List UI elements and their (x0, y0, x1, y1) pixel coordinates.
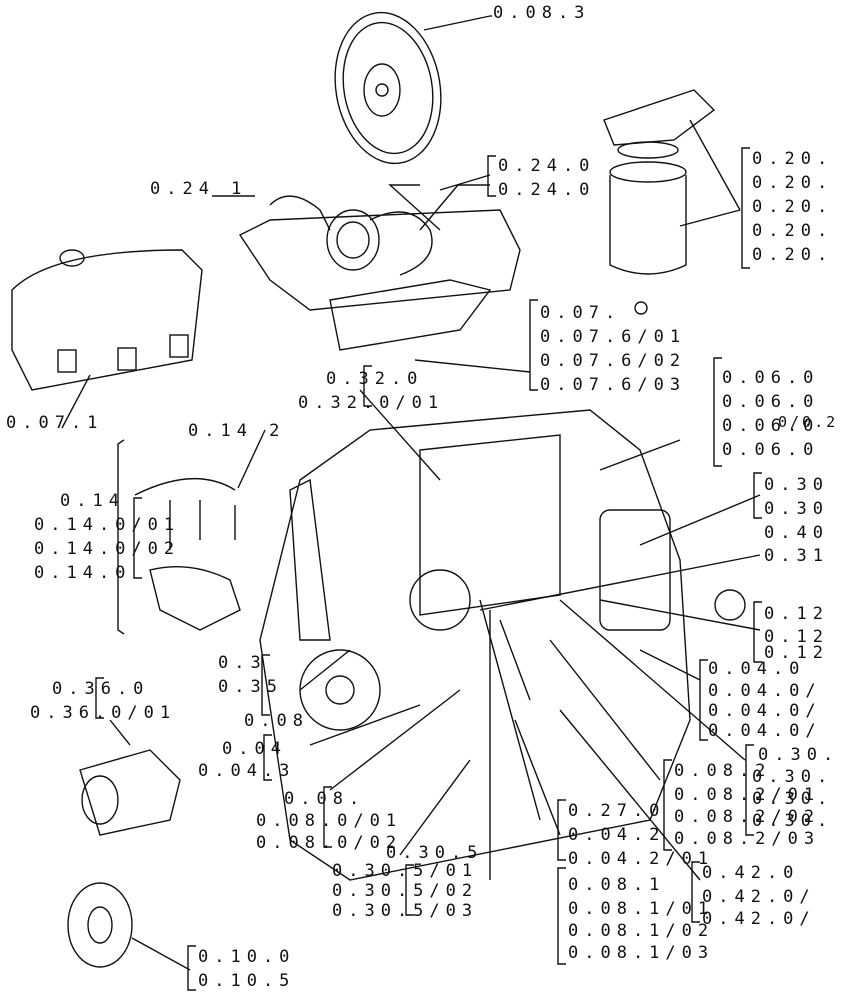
label-block-1: 0.30.5 (386, 843, 484, 863)
label-block-3: 0.30.5/02 (332, 881, 479, 901)
label-injector-a: 0.14 (60, 491, 125, 511)
label-gear-a: 0.10.0 (198, 947, 296, 967)
label-turbo-a: 0.24.0 (498, 156, 596, 176)
label-piston-4: 0.08.1/03 (568, 943, 715, 963)
label-sump-1: 0.12 (764, 604, 829, 624)
label-sump-2: 0.12 (764, 627, 829, 647)
label-intake: 0.07.1 (6, 413, 104, 433)
label-valves-3b: 0/0.2 (778, 413, 839, 431)
label-sump-3: 0.12 (764, 643, 829, 663)
label-oilpump-2: 0.42.0/ (702, 887, 816, 907)
label-filter-4: 0.20. (752, 221, 834, 241)
label-turbo-b: 0.24.0 (498, 180, 596, 200)
label-injector-c: 0.14.0/02 (34, 539, 181, 559)
label-pump-2: 0.04.0/ (708, 681, 822, 701)
label-filter-1: 0.20. (752, 149, 834, 169)
label-cam-1: 0.08.2 (674, 761, 772, 781)
label-turbo-pipe: 0.24 1 (150, 179, 248, 199)
label-starter-a: 0.36.0 (52, 679, 150, 699)
leader-lines (299, 359, 761, 881)
gear-drawing (67, 882, 191, 971)
label-pulley-b: 0.04 (222, 739, 287, 759)
label-piston-2: 0.08.1/01 (568, 899, 715, 919)
label-valves-1: 0.06.0 (722, 368, 820, 388)
label-manifold-2: 0.07.6/02 (540, 351, 687, 371)
label-crank-1: 0.08. (284, 789, 366, 809)
label-valves-2: 0.06.0 (722, 392, 820, 412)
flywheel-drawing (334, 11, 492, 165)
label-injector-b: 0.14.0/01 (34, 515, 181, 535)
label-fan-b: 0.35 (218, 677, 283, 697)
label-lube-3: 0.30. (752, 789, 834, 809)
label-oil-filter-b: 0.30 (764, 499, 829, 519)
label-block-2: 0.30.5/01 (332, 861, 479, 881)
label-cam-3: 0.08.2/02 (674, 807, 821, 827)
fuel-filter-drawing (603, 89, 741, 315)
label-filter-3: 0.20. (752, 197, 834, 217)
label-pulley-a: 0.08 (244, 711, 309, 731)
label-fan-a: 0.3 (218, 653, 267, 673)
label-flywheel: 0.08.3 (493, 3, 591, 23)
turbo-drawing (212, 174, 521, 351)
injector-bracket-drawing (117, 429, 266, 635)
label-crank-2: 0.08.0/01 (256, 811, 403, 831)
label-lube-2: 0.30. (752, 767, 834, 787)
label-manifold-0: 0.07. (540, 303, 622, 323)
label-injector-d: 0.14.0 (34, 563, 132, 583)
starter-motor-drawing (79, 719, 181, 836)
label-thermostat: 0.31 (764, 546, 829, 566)
label-head-gasket-a: 0.32.0 (326, 369, 424, 389)
intake-manifold-drawing (11, 249, 203, 429)
label-block-4: 0.30.5/03 (332, 901, 479, 921)
label-pump-1: 0.04.0 (708, 659, 806, 679)
label-pulley-c: 0.04.3 (198, 761, 296, 781)
label-piston-1: 0.08.1 (568, 875, 666, 895)
label-rod-0: 0.27.0 (568, 801, 666, 821)
label-crank-3: 0.08.0/02 (256, 833, 403, 853)
label-starter-b: 0.36.0/01 (30, 703, 177, 723)
label-manifold-1: 0.07.6/01 (540, 327, 687, 347)
label-injector-pipe: 0.14 2 (188, 421, 286, 441)
label-pump-3: 0.04.0/ (708, 701, 822, 721)
label-valves-3: 0.06.0 (722, 416, 820, 436)
label-filter-2: 0.20. (752, 173, 834, 193)
label-oil-filter-a: 0.30 (764, 475, 829, 495)
label-rod-1: 0.04.2 (568, 825, 666, 845)
label-pump-4: 0.04.0/ (708, 721, 822, 741)
label-lube-4: 0.30. (752, 811, 834, 831)
label-head-gasket-b: 0.32.0/01 (298, 393, 445, 413)
label-cam-2: 0.08.2/01 (674, 785, 821, 805)
label-cam-4: 0.08.2/03 (674, 829, 821, 849)
label-manifold-3: 0.07.6/03 (540, 375, 687, 395)
label-lube-1: 0.30. (758, 745, 840, 765)
label-oilpump-1: 0.42.0 (702, 863, 800, 883)
label-filter-5: 0.20. (752, 245, 834, 265)
label-oilpump-3: 0.42.0/ (702, 909, 816, 929)
label-brackets (95, 147, 762, 991)
label-piston-3: 0.08.1/02 (568, 921, 715, 941)
label-gear-b: 0.10.5 (198, 971, 296, 991)
label-oil-cooler: 0.40 (764, 523, 829, 543)
label-valves-4: 0.06.0 (722, 440, 820, 460)
label-rod-2: 0.04.2/01 (568, 849, 715, 869)
